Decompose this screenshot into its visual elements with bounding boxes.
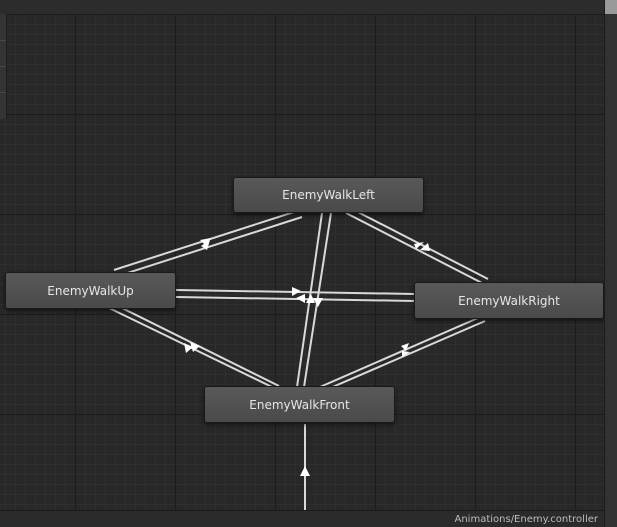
transition-right-to-up[interactable] <box>175 296 416 302</box>
status-bar: Animations/Enemy.controller <box>0 510 604 527</box>
state-enemy-walk-right[interactable]: EnemyWalkRight <box>414 282 604 319</box>
arrow-right-to-up <box>296 294 305 303</box>
top-toolbar-strip <box>0 0 617 14</box>
arrow-front-to-left <box>306 294 315 303</box>
arrow-up-to-front <box>184 343 193 353</box>
arrow-right-to-left <box>420 243 430 251</box>
state-enemy-walk-up[interactable]: EnemyWalkUp <box>5 272 176 309</box>
scrollbar-cap <box>605 0 617 14</box>
state-enemy-walk-left[interactable]: EnemyWalkLeft <box>233 177 424 213</box>
arrow-front-to-right <box>401 343 409 351</box>
arrow-right-to-front <box>402 351 410 357</box>
transition-right-to-front[interactable] <box>327 320 486 390</box>
transition-left-to-right[interactable] <box>345 212 483 284</box>
arrow-front-to-up <box>190 342 200 352</box>
arrow-up-to-right <box>292 287 301 296</box>
state-label: EnemyWalkRight <box>458 293 560 308</box>
transition-left-to-up[interactable] <box>117 216 303 277</box>
state-enemy-walk-front[interactable]: EnemyWalkFront <box>204 386 395 423</box>
transition-front-to-right[interactable] <box>319 317 479 388</box>
arrow-left-to-right <box>414 242 424 249</box>
arrow-left-to-front <box>313 298 323 307</box>
state-label: EnemyWalkLeft <box>282 188 375 202</box>
controller-path: Animations/Enemy.controller <box>454 514 599 525</box>
state-label: EnemyWalkFront <box>249 397 350 412</box>
state-label: EnemyWalkUp <box>47 283 134 298</box>
arrow-entry-to-front <box>300 466 310 476</box>
vertical-scrollbar[interactable] <box>604 0 617 527</box>
layers-panel-edge[interactable] <box>0 14 7 119</box>
arrow-left-to-up <box>200 238 211 246</box>
